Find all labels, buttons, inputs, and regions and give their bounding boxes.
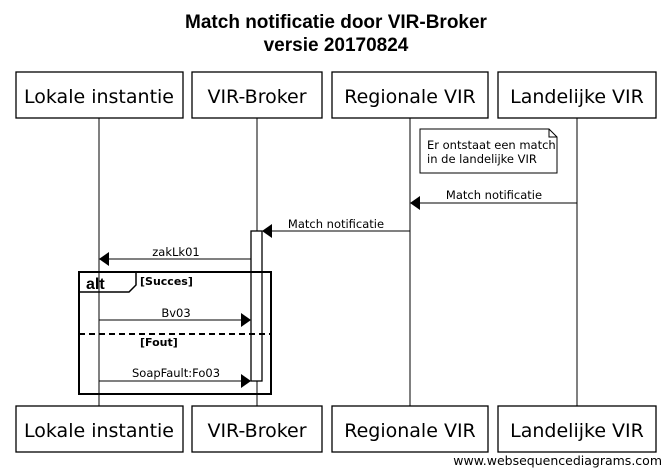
message-bv03: Bv03 — [99, 306, 251, 327]
message-label: Match notificatie — [288, 217, 384, 231]
participant-label: Regionale VIR — [344, 420, 476, 442]
participant-top-vir-broker: VIR-Broker — [191, 71, 323, 119]
participant-label: Lokale instantie — [24, 86, 174, 108]
participant-bottom-vir-broker: VIR-Broker — [191, 405, 323, 453]
alt-frame: alt [Succes] [Fout] — [78, 271, 272, 395]
note: Er ontstaat een match in de landelijke V… — [419, 128, 558, 174]
activation-bar-vir-broker — [250, 230, 263, 382]
diagram-title: Match notificatie door VIR-Broker — [185, 12, 488, 33]
participant-label: VIR-Broker — [207, 86, 306, 108]
diagram-subtitle: versie 20170824 — [264, 35, 409, 56]
participant-bottom-regionale-vir: Regionale VIR — [331, 405, 489, 453]
participant-top-regionale-vir: Regionale VIR — [331, 71, 489, 119]
message-match-notificatie-2: Match notificatie — [262, 217, 410, 238]
message-soapfault-fo03: SoapFault:Fo03 — [99, 366, 251, 388]
note-line-2: in de landelijke VIR — [427, 152, 537, 166]
alt-condition-succes: [Succes] — [140, 275, 193, 288]
participant-label: Landelijke VIR — [510, 86, 644, 108]
alt-condition-fout: [Fout] — [140, 336, 178, 349]
participant-label: VIR-Broker — [207, 420, 306, 442]
message-label: Bv03 — [161, 306, 190, 320]
participant-label: Regionale VIR — [344, 86, 476, 108]
participant-label: Landelijke VIR — [510, 420, 644, 442]
alt-frame-tag: alt — [86, 276, 105, 293]
message-label: zakLk01 — [152, 245, 199, 259]
watermark-link[interactable]: www.websequencediagrams.com — [453, 453, 662, 468]
participant-bottom-landelijke-vir: Landelijke VIR — [497, 405, 657, 453]
participant-label: Lokale instantie — [24, 420, 174, 442]
participant-top-landelijke-vir: Landelijke VIR — [497, 71, 657, 119]
participant-bottom-lokale-instantie: Lokale instantie — [15, 405, 184, 453]
message-label: Match notificatie — [446, 188, 542, 202]
message-match-notificatie-1: Match notificatie — [410, 188, 577, 210]
message-zaklk01: zakLk01 — [99, 245, 251, 266]
participant-top-lokale-instantie: Lokale instantie — [15, 71, 184, 119]
message-label: SoapFault:Fo03 — [132, 366, 220, 380]
note-line-1: Er ontstaat een match — [427, 138, 556, 152]
